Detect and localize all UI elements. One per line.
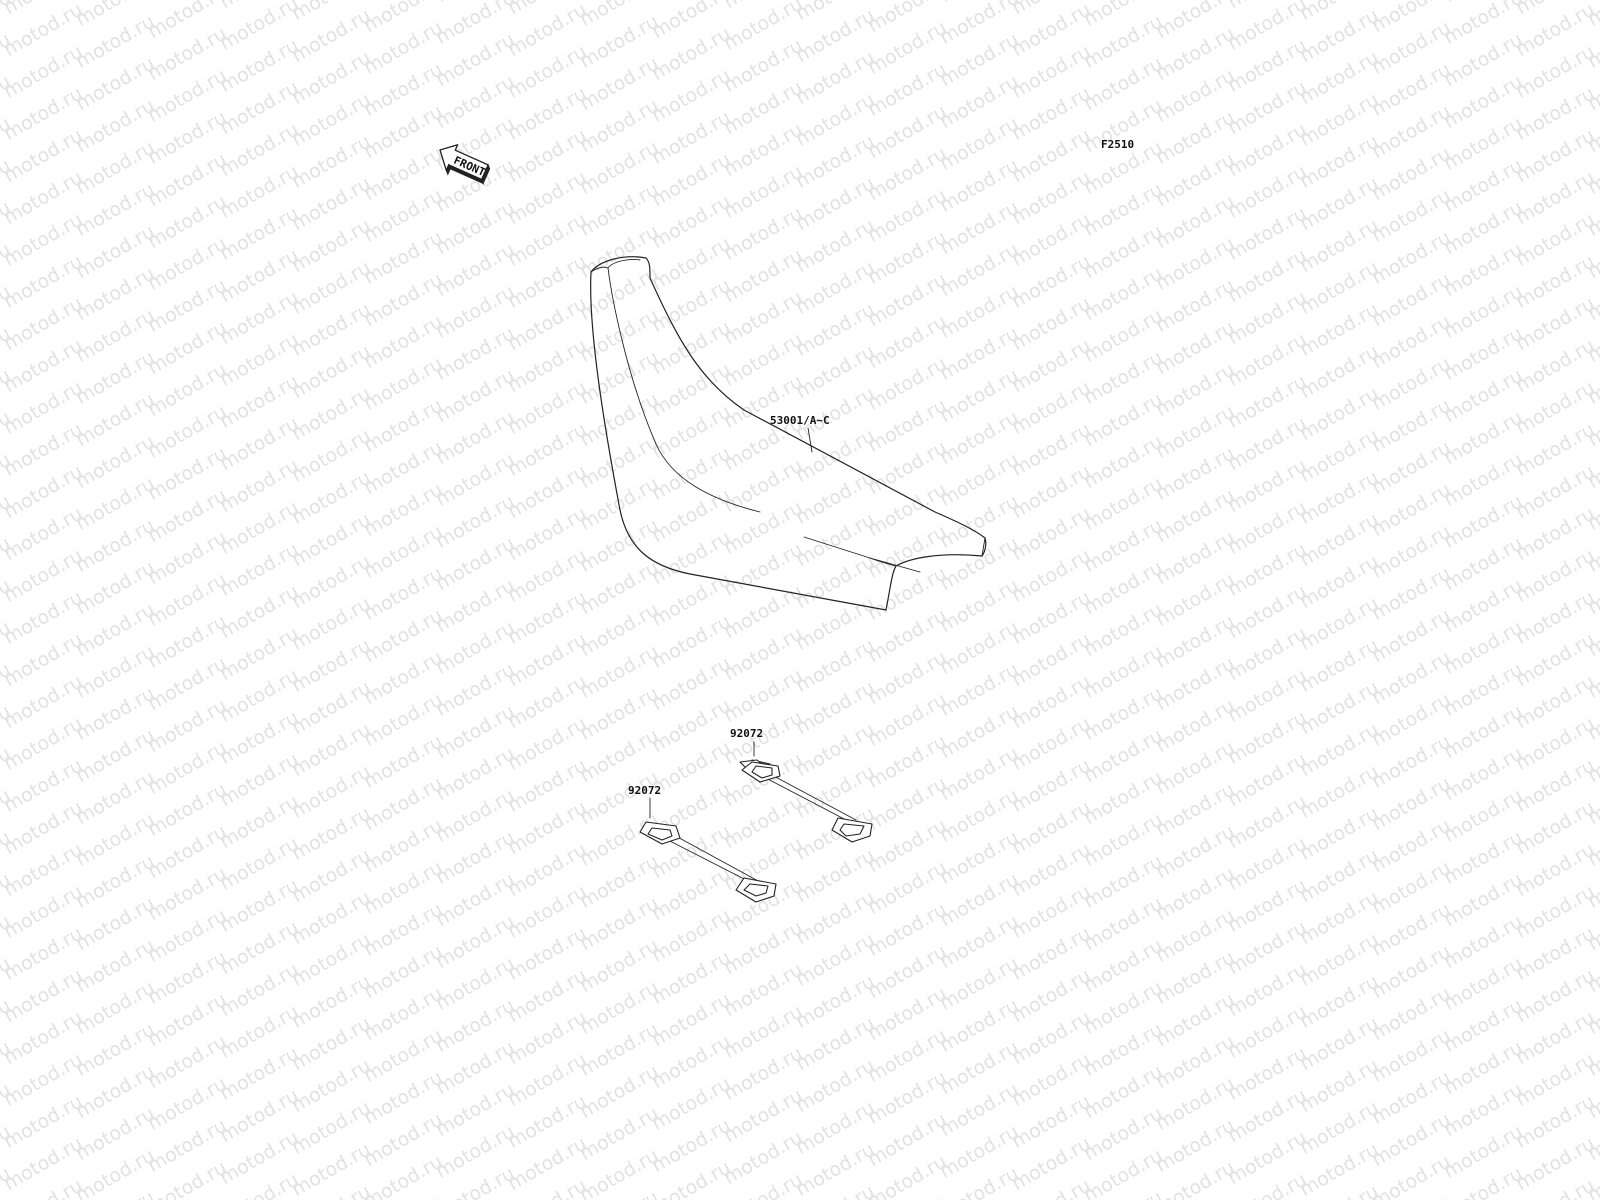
- strap-lower-part-number: 92072: [628, 784, 661, 797]
- figure-code: F2510: [1101, 138, 1134, 151]
- front-arrow-icon: FRONT: [439, 144, 491, 185]
- strap-upper-drawing: 92072: [730, 727, 873, 843]
- strap-upper-part-number: 92072: [730, 727, 763, 740]
- seat-part-number: 53001/A~C: [770, 414, 830, 427]
- strap-lower-drawing: 92072: [628, 784, 777, 903]
- seat-drawing: 53001/A~C: [590, 256, 987, 611]
